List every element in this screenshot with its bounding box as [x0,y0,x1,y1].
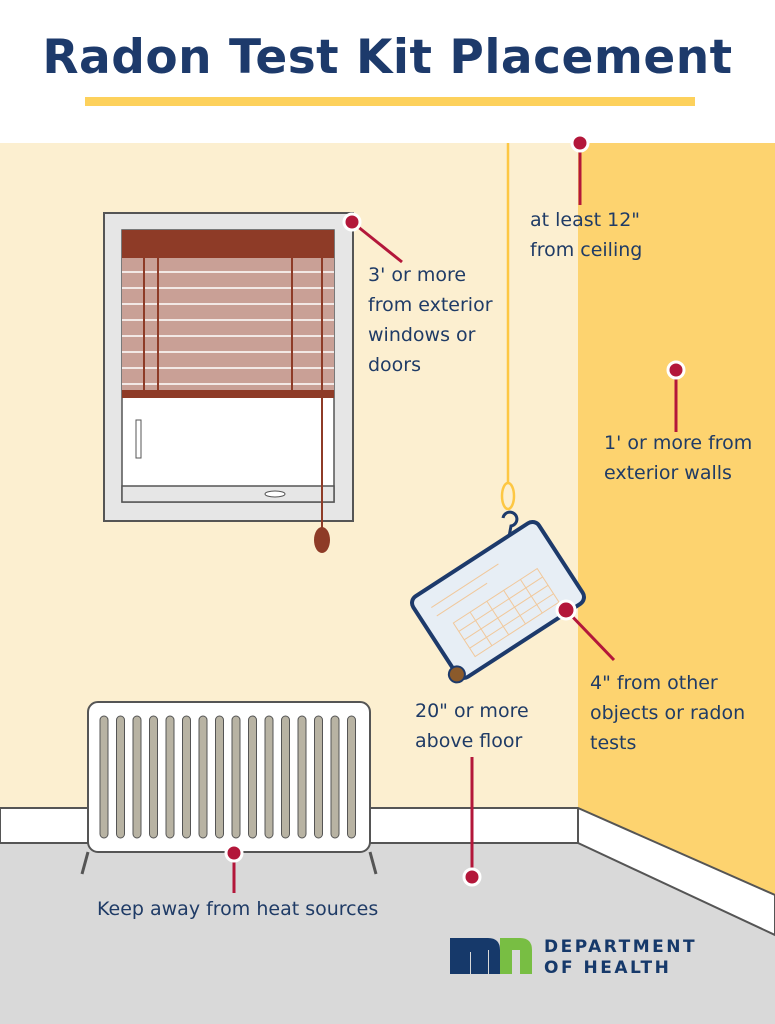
pin-wall [666,360,686,380]
window [103,212,354,553]
logo-line2: OF HEALTH [544,958,672,978]
hook-icon [501,510,519,543]
label-windows: 3' or more from exterior windows or door… [368,264,493,376]
right-wall [578,143,775,935]
radiator-fin [149,715,158,839]
radiator-fin [314,715,323,839]
logo-line1: DEPARTMENT [544,937,698,957]
page-title: Radon Test Kit Placement [42,30,733,85]
radiator-fin [297,715,307,839]
radiator-fin [231,715,241,839]
pin-ceiling [570,133,590,153]
title-underline [85,97,695,106]
label-floor: 20" or more above floor [415,700,529,752]
callout-pins [224,133,686,887]
pin-floor [462,867,482,887]
radiator-fin [198,715,208,839]
pin-heat [224,843,244,863]
label-ceiling: at least 12" from ceiling [530,209,643,261]
label-heat: Keep away from heat sources [97,898,379,920]
radiator-fin [330,715,340,839]
radiator-fin [165,715,175,839]
label-walls: 1' or more from exterior walls [604,432,753,484]
radiator-fin [99,715,109,839]
pin-window [342,212,362,232]
radiator-fin [215,715,224,839]
radiator-fin [347,715,356,839]
mdh-logo-icon [450,938,532,974]
radiator-fin [248,715,257,839]
radiator-fin [264,715,274,839]
radiator-fin [132,715,142,839]
blind-cord-pull [314,527,330,553]
radon-test-kit [410,519,586,684]
radiator-fin [182,715,191,839]
radiator-fin [116,715,125,839]
label-objects: 4" from other objects or radon tests [590,672,746,754]
floor [0,843,775,1024]
radiator-fin [281,715,290,839]
mdh-logo-text: DEPARTMENT OF HEALTH [544,937,697,979]
radiator [80,701,378,875]
pin-objects [555,599,577,621]
